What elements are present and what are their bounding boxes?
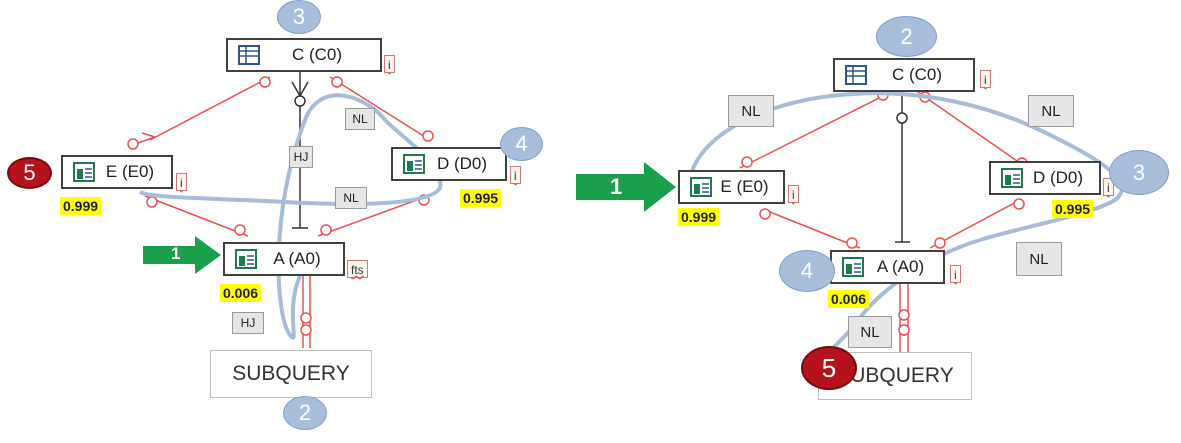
view-icon <box>235 249 257 269</box>
table-icon <box>845 65 867 85</box>
join-method-badge: NL <box>335 187 367 209</box>
view-icon <box>403 154 425 174</box>
table-icon <box>238 45 260 65</box>
order-badge: 5 <box>7 157 52 189</box>
selectivity-value: 0.999 <box>60 197 102 215</box>
node-a[interactable]: A (A0) <box>223 242 345 276</box>
node-label: E (E0) <box>105 162 155 181</box>
left-execution-path <box>138 93 443 340</box>
view-icon <box>73 162 95 182</box>
node-label: E (E0) <box>720 177 769 196</box>
join-method-badge: HJ <box>289 146 313 168</box>
node-c[interactable]: C (C0) <box>833 58 975 92</box>
order-badge: 5 <box>801 346 857 390</box>
start-arrow: 1 <box>576 162 676 212</box>
order-badge: 3 <box>1109 150 1169 195</box>
selectivity-value: 0.999 <box>678 208 720 226</box>
view-icon <box>842 257 864 277</box>
index-flag: i <box>788 185 799 203</box>
index-flag: i <box>1103 178 1114 196</box>
order-badge: 4 <box>500 127 543 161</box>
node-label: C (C0) <box>891 65 943 84</box>
node-e[interactable]: E (E0) <box>678 170 785 204</box>
node-label: A (A0) <box>273 249 321 268</box>
view-icon <box>690 177 712 197</box>
index-flag: i <box>980 70 991 88</box>
order-badge: 3 <box>277 0 321 34</box>
order-badge: 2 <box>876 16 937 57</box>
order-badge: 2 <box>283 396 327 430</box>
node-d[interactable]: D (D0) <box>391 147 507 181</box>
node-c[interactable]: C (C0) <box>226 38 382 72</box>
join-method-badge: NL <box>848 316 892 348</box>
start-order-label: 1 <box>171 244 181 263</box>
right-arrow-icon <box>143 236 221 274</box>
join-method-badge: NL <box>345 108 375 130</box>
join-method-badge: NL <box>728 95 774 127</box>
node-label: C (C0) <box>291 45 343 64</box>
index-flag: i <box>510 166 521 184</box>
index-flag: i <box>950 265 961 283</box>
scan-flag: fts <box>347 260 368 278</box>
join-method-badge: NL <box>1028 95 1074 127</box>
order-badge: 4 <box>779 250 835 292</box>
index-flag: i <box>384 55 395 73</box>
join-method-badge: HJ <box>232 312 264 334</box>
node-label: D (D0) <box>436 154 488 173</box>
start-order-label: 1 <box>610 174 623 199</box>
node-d[interactable]: D (D0) <box>989 161 1101 195</box>
selectivity-value: 0.006 <box>220 284 262 302</box>
node-label: A (A0) <box>876 257 925 276</box>
right-join-line <box>895 90 910 243</box>
node-label: D (D0) <box>1032 168 1084 187</box>
subquery-node[interactable]: SUBQUERY <box>210 350 372 398</box>
join-method-badge: NL <box>1016 242 1062 276</box>
index-flag: i <box>176 173 187 191</box>
node-e[interactable]: E (E0) <box>61 155 173 189</box>
right-join-edges <box>739 89 1031 352</box>
right-arrow-icon <box>576 162 676 212</box>
selectivity-value: 0.006 <box>828 290 870 308</box>
selectivity-value: 0.995 <box>460 189 502 207</box>
node-a[interactable]: A (A0) <box>830 250 945 284</box>
selectivity-value: 0.995 <box>1052 200 1094 218</box>
start-arrow: 1 <box>143 236 221 274</box>
view-icon <box>1001 168 1023 188</box>
